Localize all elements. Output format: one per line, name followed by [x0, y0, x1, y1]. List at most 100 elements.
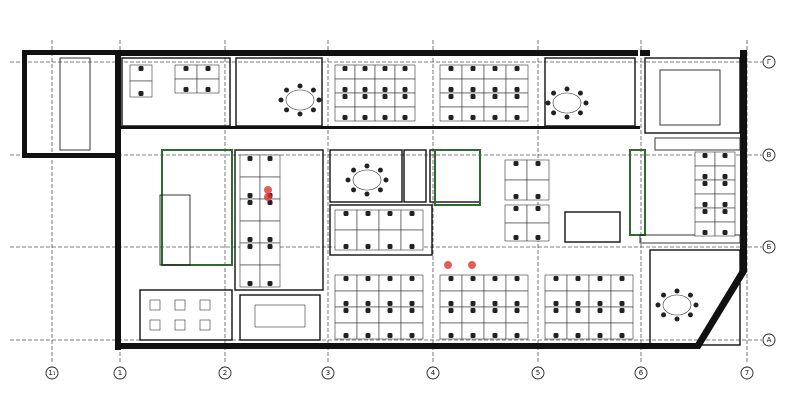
- chair: [722, 202, 728, 207]
- chair: [409, 301, 415, 306]
- chair: [702, 230, 708, 235]
- chair: [702, 181, 708, 186]
- desk: [505, 322, 529, 340]
- meeting-table: [662, 294, 692, 316]
- chair: [382, 66, 388, 71]
- chair: [575, 308, 581, 313]
- chair: [310, 87, 316, 93]
- column-axis-bubble: [45, 366, 59, 380]
- chair: [722, 174, 728, 179]
- chair: [492, 94, 498, 99]
- chair: [597, 308, 603, 313]
- chair: [551, 110, 557, 116]
- chair: [545, 100, 551, 106]
- chair: [183, 87, 189, 92]
- desk: [394, 106, 416, 122]
- chair: [364, 163, 370, 169]
- chair: [362, 115, 368, 120]
- chair: [247, 281, 253, 286]
- chair: [583, 100, 589, 106]
- chair: [564, 114, 570, 120]
- desk: [505, 106, 529, 122]
- column-axis-label: 7: [745, 369, 749, 377]
- chair: [343, 211, 349, 216]
- desk: [259, 264, 281, 288]
- chair: [284, 107, 290, 113]
- chair: [470, 301, 476, 306]
- desk: [129, 80, 153, 98]
- chair: [575, 333, 581, 338]
- chair: [492, 115, 498, 120]
- chair: [278, 97, 284, 103]
- chair: [722, 209, 728, 214]
- chair: [345, 177, 351, 183]
- chair: [514, 94, 520, 99]
- column-axis-label: 4: [431, 369, 436, 377]
- chair: [362, 94, 368, 99]
- chair: [448, 301, 454, 306]
- chair: [362, 87, 368, 92]
- chair: [687, 292, 693, 298]
- chair: [409, 276, 415, 281]
- chair: [597, 276, 603, 281]
- chair: [382, 115, 388, 120]
- chair: [343, 301, 349, 306]
- chair: [267, 281, 273, 286]
- chair: [470, 87, 476, 92]
- chair: [470, 308, 476, 313]
- chair: [342, 87, 348, 92]
- chair: [702, 202, 708, 207]
- chair: [619, 308, 625, 313]
- meeting-table: [552, 92, 582, 114]
- chair: [513, 161, 519, 166]
- chair: [365, 308, 371, 313]
- column-axis-label: 6: [639, 369, 644, 377]
- chair: [492, 301, 498, 306]
- desk: [610, 322, 634, 340]
- chair: [402, 115, 408, 120]
- chair: [205, 66, 211, 71]
- chair: [387, 211, 393, 216]
- chair: [267, 200, 273, 205]
- chair: [310, 107, 316, 113]
- chair: [553, 276, 559, 281]
- chair: [535, 235, 541, 240]
- chair: [343, 308, 349, 313]
- chair: [553, 301, 559, 306]
- cafe-table: [149, 299, 161, 311]
- chair: [402, 87, 408, 92]
- row-axis-label: А: [767, 336, 772, 344]
- chair: [655, 302, 661, 308]
- chair: [377, 187, 383, 193]
- meeting-table: [352, 169, 382, 191]
- furniture: [129, 64, 736, 340]
- row-axis-bubble: [762, 55, 776, 69]
- chair: [316, 97, 322, 103]
- chair: [247, 200, 253, 205]
- chair: [382, 87, 388, 92]
- chair: [687, 312, 693, 318]
- chair: [470, 333, 476, 338]
- row-axis-bubble: [762, 240, 776, 254]
- chair: [674, 288, 680, 294]
- cafe-table: [199, 299, 211, 311]
- chair: [553, 308, 559, 313]
- chair: [351, 167, 357, 173]
- chair: [575, 301, 581, 306]
- chair: [448, 308, 454, 313]
- cafe-table: [174, 299, 186, 311]
- chair: [267, 244, 273, 249]
- chair: [365, 333, 371, 338]
- row-axis-bubble: [762, 333, 776, 347]
- desk: [714, 221, 736, 237]
- chair: [409, 211, 415, 216]
- chair: [674, 316, 680, 322]
- chair: [470, 115, 476, 120]
- chair: [365, 211, 371, 216]
- chair: [362, 66, 368, 71]
- chair: [387, 308, 393, 313]
- chair: [619, 276, 625, 281]
- chair: [575, 276, 581, 281]
